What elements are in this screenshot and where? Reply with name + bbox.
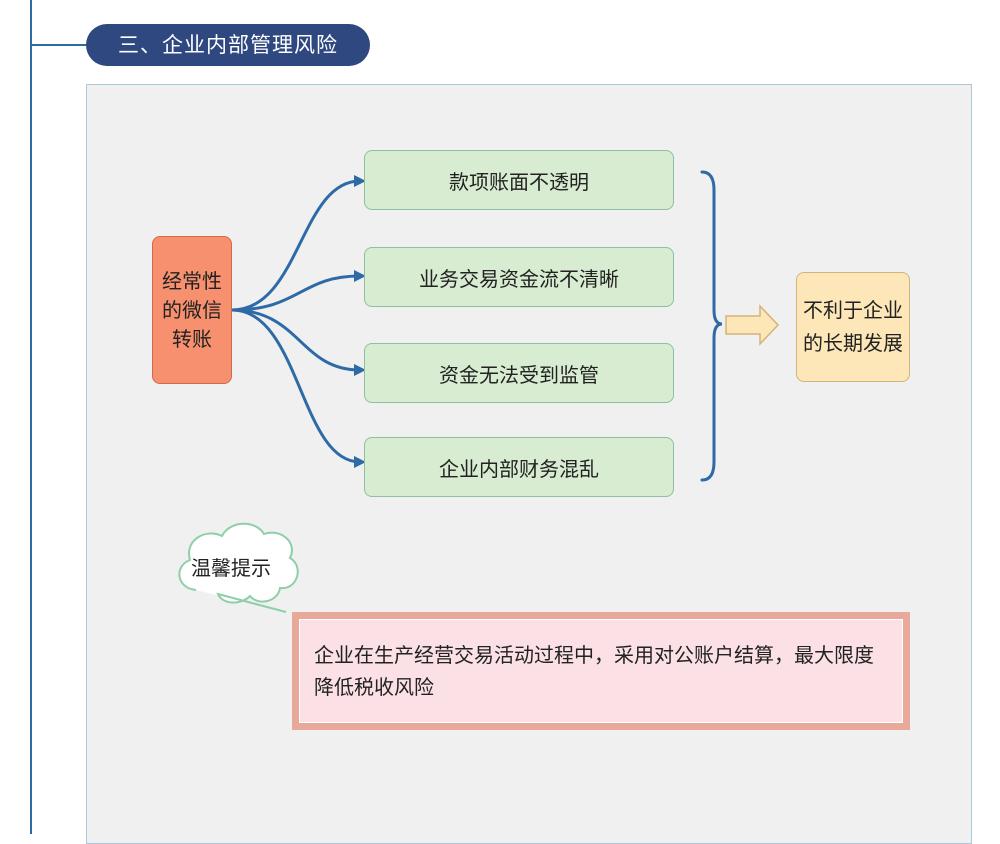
arrowhead-3 [354, 364, 366, 376]
risk-item-1: 款项账面不透明 [364, 150, 674, 210]
arrowhead-4 [354, 456, 366, 468]
connector-4 [230, 308, 362, 464]
tip-inner: 企业在生产经营交易活动过程中，采用对公账户结算，最大限度降低税收风险 [299, 619, 903, 723]
tip-cloud [178, 522, 299, 613]
risk-item-4: 企业内部财务混乱 [364, 437, 674, 497]
tip-label: 温馨提示 [191, 556, 271, 580]
right-brace [700, 170, 723, 482]
left-connector-line [30, 44, 88, 46]
risk-item-2: 业务交易资金流不清晰 [364, 247, 674, 307]
arrowhead-2 [354, 270, 366, 282]
left-guide-line [30, 0, 32, 834]
connector-1 [230, 179, 362, 312]
tip-text: 企业在生产经营交易活动过程中，采用对公账户结算，最大限度降低税收风险 [314, 643, 874, 699]
source-node: 经常性的微信转账 [152, 236, 232, 384]
section-title: 三、企业内部管理风险 [86, 24, 370, 66]
tip-box: 企业在生产经营交易活动过程中，采用对公账户结算，最大限度降低税收风险 [292, 612, 910, 730]
result-arrow [725, 304, 780, 346]
result-node: 不利于企业的长期发展 [796, 272, 910, 382]
connector-3 [230, 308, 362, 372]
risk-item-3: 资金无法受到监管 [364, 343, 674, 403]
arrowhead-1 [354, 175, 366, 187]
connector-2 [230, 274, 362, 312]
